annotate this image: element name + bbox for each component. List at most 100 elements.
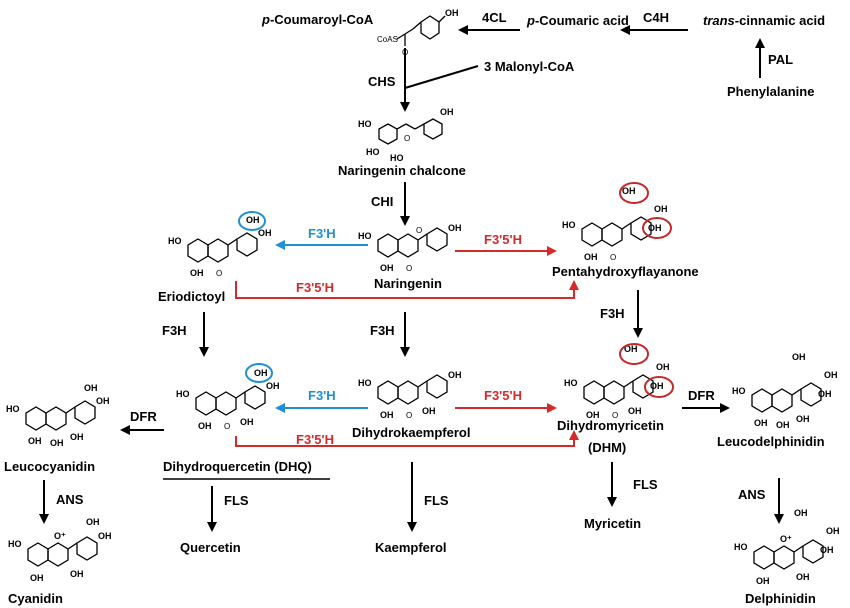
naringenin-chalcone-label: Naringenin chalcone [338,163,466,178]
svg-text:HO: HO [6,404,20,414]
leucodelphinidin-label: Leucodelphinidin [717,434,825,449]
svg-text:HO: HO [358,231,372,241]
ans-enzyme-label-1: ANS [56,492,84,507]
ans-enzyme-label-2: ANS [738,487,766,502]
svg-text:OH: OH [86,517,100,527]
dihydromyricetin-label: Dihydromyricetin [557,418,664,433]
chs-enzyme-label: CHS [368,74,396,89]
svg-text:OH: OH [818,389,832,399]
phenylalanine-label: Phenylalanine [727,84,814,99]
svg-text:OH: OH [656,362,670,372]
svg-text:OH: OH [824,370,838,380]
svg-text:OH: OH [622,186,636,196]
malonyl-branch-line [404,65,479,89]
svg-text:OH: OH [654,204,668,214]
svg-text:HO: HO [562,220,576,230]
myricetin-label: Myricetin [584,516,641,531]
delphinidin-label: Delphinidin [745,591,816,606]
svg-text:HO: HO [734,542,748,552]
f3ph-enzyme-label-2: F3'H [308,388,336,403]
malonyl-coa-label: 3 Malonyl-CoA [484,59,575,74]
svg-text:HO: HO [366,147,380,157]
naringenin-chalcone-structure: HO HO HO O OH [358,107,454,163]
svg-text:OH: OH [440,107,454,117]
svg-text:OH: OH [96,396,110,406]
svg-text:OH: OH [792,352,806,362]
dfr-enzyme-label-2: DFR [688,388,715,403]
fls-enzyme-label-1: FLS [224,493,249,508]
eriodictyol-label: Eriodictoyl [158,289,225,304]
svg-text:O: O [612,411,618,420]
svg-text:OH: OH [756,576,770,586]
dhm-oh-highlight-side [644,376,674,398]
svg-text:OH: OH [254,368,268,378]
dhm-abbreviation-label: (DHM) [588,440,626,455]
svg-text:OH: OH [240,417,254,427]
svg-text:HO: HO [732,386,746,396]
svg-text:OH: OH [28,436,42,446]
f3h-enzyme-label-3: F3H [600,306,625,321]
fls-enzyme-label-2: FLS [424,493,449,508]
c4h-enzyme-label: C4H [643,10,669,25]
svg-text:HO: HO [176,389,190,399]
coumaric-acid-label: p-Coumaric acid [526,13,629,28]
svg-text:OH: OH [448,223,462,233]
dihydroquercetin-label: Dihydroquercetin (DHQ) [163,459,312,474]
svg-text:O⁺: O⁺ [54,531,66,541]
f35h-enzyme-label-3: F3'5'H [484,388,522,403]
coumaroyl-coa-structure: CoAS O OH [377,8,459,57]
svg-text:CoAS: CoAS [377,35,398,44]
eriodictyol-oh-highlight [238,211,266,231]
f35h-arrow-4 [235,430,579,447]
svg-text:OH: OH [628,406,642,416]
svg-text:O: O [404,134,410,143]
svg-text:OH: OH [98,531,112,541]
pal-enzyme-label: PAL [768,52,793,67]
f3ph-enzyme-label-1: F3'H [308,226,336,241]
fls-enzyme-label-3: FLS [633,477,658,492]
pentahydroxyflavanone-label: Pentahydroxyflayanone [552,264,699,279]
svg-text:HO: HO [358,119,372,129]
svg-text:OH: OH [70,569,84,579]
svg-text:OH: OH [826,526,840,536]
f35h-arrow-2 [235,280,579,299]
chi-enzyme-label: CHI [371,194,393,209]
delphinidin-structure: HO OH O⁺ OH OH OH OH [734,508,840,586]
svg-text:HO: HO [168,236,182,246]
svg-text:OH: OH [448,370,462,380]
f3h-enzyme-label-2: F3H [370,323,395,338]
svg-text:OH: OH [246,215,260,225]
svg-text:OH: OH [70,432,84,442]
cyanidin-structure: HO OH O⁺ OH OH OH [8,517,112,583]
svg-text:OH: OH [84,383,98,393]
dihydrokaempferol-structure: HO OH O OH OH [358,370,462,420]
quercetin-label: Quercetin [180,540,241,555]
coumaroyl-coa-label: p-Coumaroyl-CoA [261,12,374,27]
dfr-enzyme-label-1: DFR [130,409,157,424]
dihydromyricetin-structure: HO OH O OH OH OH OH [564,344,670,420]
svg-text:OH: OH [380,263,394,273]
eriodictyol-structure: HO OH O OH OH [168,215,272,278]
svg-text:HO: HO [564,378,578,388]
cyanidin-label: Cyanidin [8,591,63,606]
f35h-enzyme-label-4: F3'5'H [296,432,334,447]
f3h-enzyme-label-1: F3H [162,323,187,338]
svg-text:OH: OH [198,421,212,431]
svg-text:O⁺: O⁺ [780,534,792,544]
svg-text:OH: OH [50,438,64,448]
dihydrokaempferol-label: Dihydrokaempferol [352,425,470,440]
svg-text:O: O [406,411,412,420]
svg-text:O: O [416,226,422,235]
svg-text:OH: OH [624,344,638,354]
dhm-oh-highlight-top [619,343,649,365]
svg-text:OH: OH [796,572,810,582]
svg-text:HO: HO [358,378,372,388]
pentahydroxyflavanone-structure: HO OH O OH OH OH [562,186,668,262]
4cl-enzyme-label: 4CL [482,10,507,25]
svg-text:OH: OH [445,8,459,18]
svg-text:OH: OH [258,228,272,238]
svg-text:OH: OH [30,573,44,583]
svg-text:HO: HO [8,539,22,549]
